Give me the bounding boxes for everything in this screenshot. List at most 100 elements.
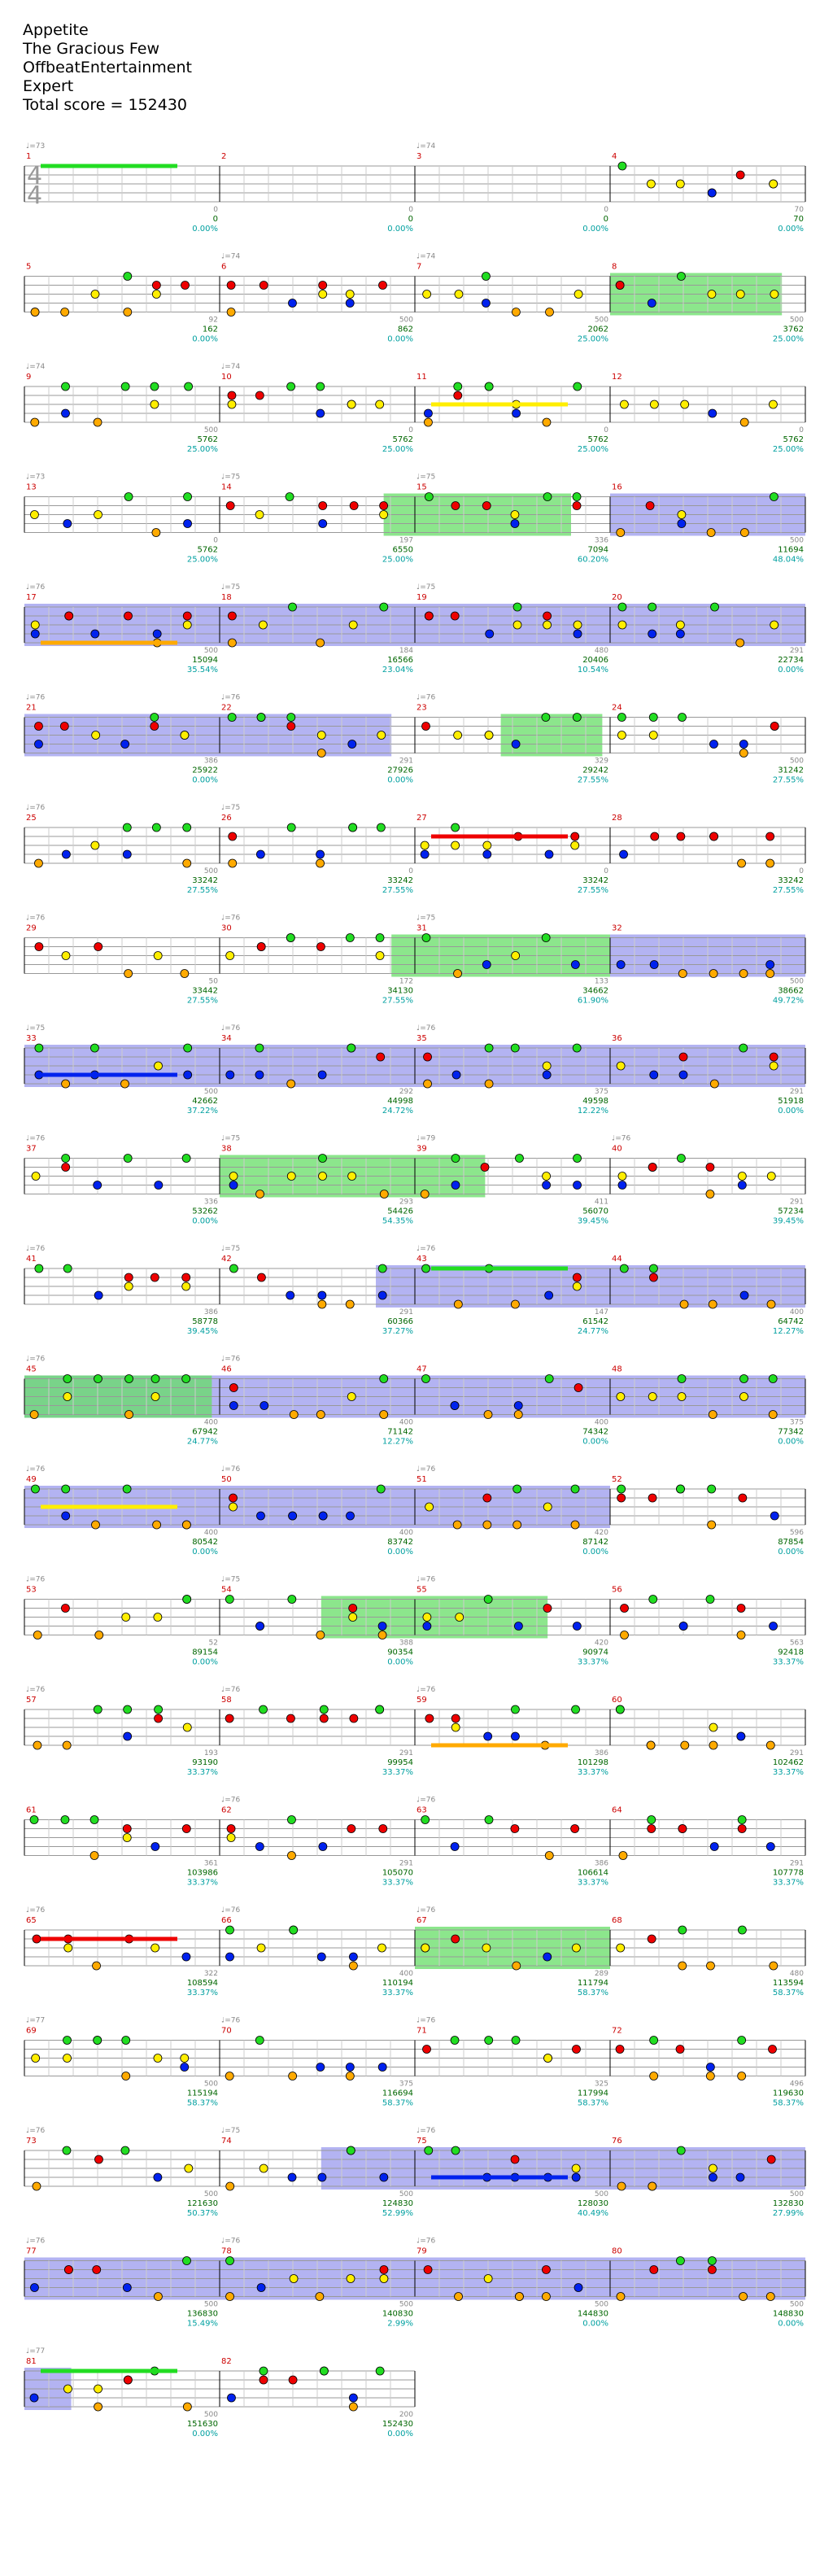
note-gem xyxy=(226,1824,236,1833)
overdrive-percent: 12.27% xyxy=(382,1438,413,1447)
note-gem xyxy=(453,969,462,978)
note-gem xyxy=(649,2265,659,2274)
note-gem xyxy=(317,1290,327,1300)
measure-number: 33 xyxy=(26,1034,37,1043)
note-gem xyxy=(709,1740,718,1750)
note-gem xyxy=(511,951,521,960)
time-signature-bottom: 4 xyxy=(27,181,42,210)
measure-subscore: 500 xyxy=(399,2190,413,2198)
cumulative-score: 128030 xyxy=(578,2199,608,2208)
note-gem xyxy=(346,1511,355,1521)
note-gem xyxy=(705,1190,715,1198)
note-gem xyxy=(181,1374,191,1383)
note-gem xyxy=(736,1731,746,1741)
measure-number: 61 xyxy=(26,1806,37,1815)
note-gem xyxy=(572,492,582,501)
note-gem xyxy=(184,382,193,391)
note-gem xyxy=(619,1264,629,1273)
tempo-marker: ♩=76 xyxy=(416,694,436,702)
note-gem xyxy=(512,1961,521,1971)
measure-subscore: 197 xyxy=(399,537,413,545)
note-gem xyxy=(150,1273,159,1282)
note-gem xyxy=(451,1722,460,1732)
note-gem xyxy=(151,290,161,299)
cumulative-score: 57234 xyxy=(778,1207,804,1216)
overdrive-percent: 23.04% xyxy=(382,666,413,675)
note-gem xyxy=(180,2063,190,2072)
note-gem xyxy=(124,969,133,978)
note-gem xyxy=(124,1281,133,1291)
measure-number: 81 xyxy=(26,2357,37,2366)
note-gem xyxy=(451,501,460,510)
overdrive-percent: 0.00% xyxy=(778,666,804,675)
tempo-marker: ♩=76 xyxy=(26,694,46,702)
cumulative-score: 64742 xyxy=(778,1317,804,1326)
note-gem xyxy=(153,951,163,960)
overdrive-percent: 54.35% xyxy=(382,1217,413,1226)
note-gem xyxy=(739,1290,749,1300)
note-gem xyxy=(707,290,717,299)
note-gem xyxy=(348,620,358,630)
note-gem xyxy=(316,1631,325,1639)
tempo-marker: ♩=76 xyxy=(416,2127,436,2135)
overdrive-percent: 58.37% xyxy=(187,2099,218,2108)
cumulative-score: 0 xyxy=(604,215,608,224)
note-gem xyxy=(617,161,627,171)
note-gem xyxy=(375,933,385,942)
note-gem xyxy=(181,1273,191,1282)
measure-number: 60 xyxy=(612,1696,622,1705)
note-gem xyxy=(150,722,159,731)
cumulative-score: 92418 xyxy=(778,1648,804,1657)
note-gem xyxy=(229,1401,238,1410)
overdrive-percent: 58.37% xyxy=(578,2099,608,2108)
measure-subscore: 400 xyxy=(790,1308,804,1316)
measure-subscore: 420 xyxy=(595,1529,608,1537)
note-gem xyxy=(510,2155,520,2164)
overdrive-percent: 27.55% xyxy=(578,776,608,785)
note-gem xyxy=(120,740,130,749)
note-gem xyxy=(573,1154,582,1163)
note-gem xyxy=(455,1613,464,1622)
note-gem xyxy=(574,2283,583,2292)
tempo-marker: ♩=76 xyxy=(612,1135,631,1143)
overdrive-percent: 0.00% xyxy=(582,2320,608,2329)
note-gem xyxy=(708,1299,717,1309)
note-gem xyxy=(766,1172,776,1181)
note-gem xyxy=(617,1181,627,1190)
cumulative-score: 74342 xyxy=(582,1428,608,1437)
measure-subscore: 375 xyxy=(595,1088,608,1096)
cumulative-score: 16566 xyxy=(387,656,413,665)
note-gem xyxy=(288,602,297,612)
overdrive-percent: 24.77% xyxy=(187,1438,218,1447)
note-gem xyxy=(421,722,430,731)
cumulative-score: 33242 xyxy=(582,876,608,885)
note-gem xyxy=(316,858,325,868)
note-gem xyxy=(542,2292,551,2301)
note-gem xyxy=(451,2146,460,2155)
measure-number: 6 xyxy=(221,263,226,272)
measure-subscore: 386 xyxy=(595,1860,608,1868)
note-gem xyxy=(152,1520,162,1530)
note-gem xyxy=(347,1172,357,1181)
note-gem xyxy=(615,2045,625,2054)
measure-number: 57 xyxy=(26,1696,37,1705)
cumulative-score: 83742 xyxy=(387,1538,413,1547)
overdrive-percent: 33.37% xyxy=(382,1879,413,1888)
tempo-marker: ♩=76 xyxy=(26,1356,46,1364)
note-gem xyxy=(120,1079,129,1089)
note-gem xyxy=(737,2072,747,2080)
note-gem xyxy=(32,1934,41,1944)
overdrive-percent: 25.00% xyxy=(382,556,413,565)
note-gem xyxy=(572,1622,582,1631)
overdrive-percent: 33.37% xyxy=(382,1989,413,1997)
note-gem xyxy=(648,1493,657,1503)
note-gem xyxy=(62,1740,72,1750)
note-gem xyxy=(60,308,70,317)
note-gem xyxy=(229,1493,238,1503)
measure-number: 72 xyxy=(612,2027,622,2036)
note-gem xyxy=(424,417,433,427)
note-gem xyxy=(123,1731,133,1741)
measure-subscore: 0 xyxy=(408,206,413,214)
sustain-bar xyxy=(41,640,177,645)
note-gem xyxy=(770,1511,779,1521)
